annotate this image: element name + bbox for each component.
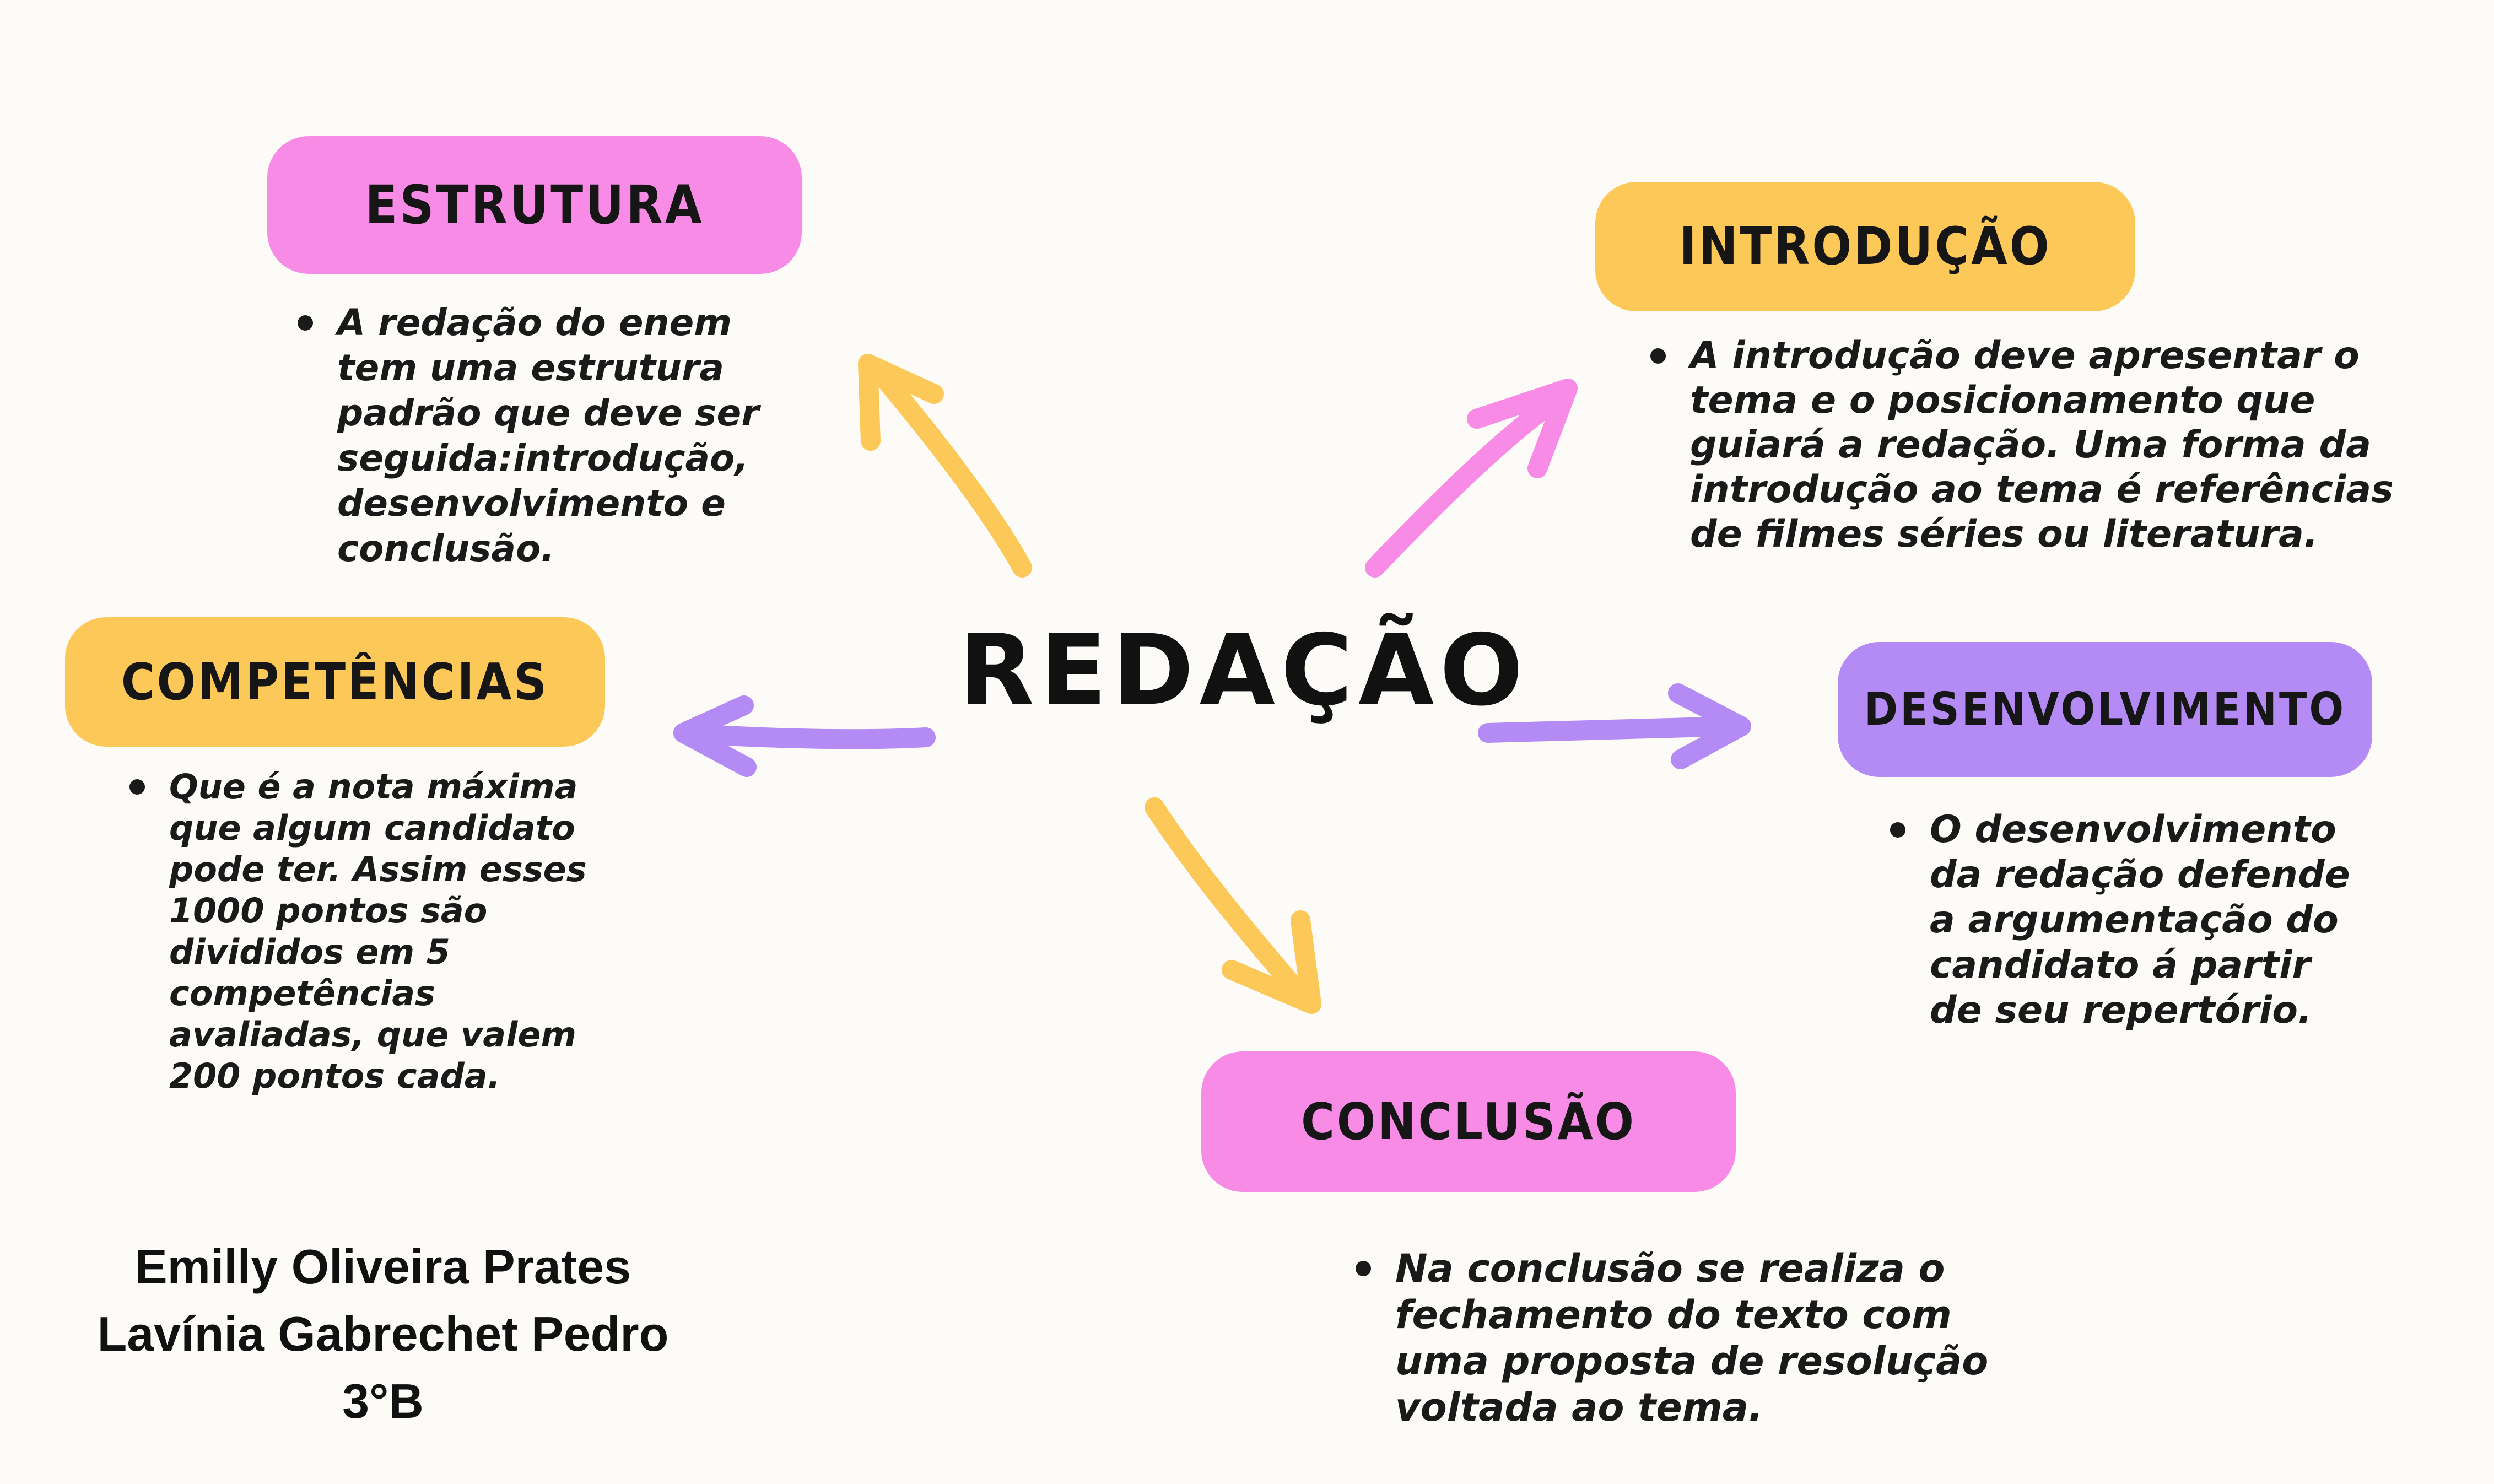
node-conclusao-label: CONCLUSÃO [1301,1092,1636,1151]
arrow-to-estrutura [858,354,1032,578]
note-conclusao: Na conclusão se realiza o fechamento do … [1350,1245,2039,1431]
central-title: REDAÇÃO [959,613,1529,727]
authors-block: Emilly Oliveira Prates Lavínia Gabrechet… [50,1233,716,1435]
node-competencias: COMPETÊNCIAS [65,617,605,747]
note-competencias: Que é a nota máxima que algum candidato … [124,766,609,1097]
author-name: Lavínia Gabrechet Pedro [97,1307,669,1361]
node-competencias-label: COMPETÊNCIAS [121,652,549,711]
note-desenvolvimento-text: O desenvolvimento da redação defende a a… [1930,808,2350,1032]
node-introducao: INTRODUÇÃO [1595,182,2135,311]
arrow-to-competencias [673,695,936,777]
note-competencias-text: Que é a nota máxima que algum candidato … [169,767,587,1096]
list-item: A introdução deve apresentar o tema e o … [1645,333,2416,557]
list-item: Que é a nota máxima que algum candidato … [124,766,609,1097]
node-estrutura-label: ESTRUTURA [365,174,704,236]
author-name: Emilly Oliveira Prates [134,1239,631,1294]
note-estrutura-text: A redação do enem tem uma estrutura padr… [337,301,759,570]
node-conclusao: CONCLUSÃO [1201,1051,1736,1192]
note-conclusao-text: Na conclusão se realiza o fechamento do … [1395,1246,1989,1430]
node-desenvolvimento: DESENVOLVIMENTO [1838,642,2372,777]
list-item: A redação do enem tem uma estrutura padr… [292,300,766,571]
note-estrutura: A redação do enem tem uma estrutura padr… [292,300,766,571]
note-introducao-text: A introdução deve apresentar o tema e o … [1690,334,2394,556]
node-desenvolvimento-label: DESENVOLVIMENTO [1864,683,2346,736]
note-introducao: A introdução deve apresentar o tema e o … [1645,333,2416,557]
list-item: O desenvolvimento da redação defende a a… [1885,807,2369,1033]
list-item: Na conclusão se realiza o fechamento do … [1350,1245,2039,1431]
note-desenvolvimento: O desenvolvimento da redação defende a a… [1885,807,2369,1033]
arrow-to-conclusao [1145,797,1321,1014]
node-introducao-label: INTRODUÇÃO [1679,217,2052,277]
arrow-to-desenvolvimento [1478,683,1751,769]
class-label: 3°B [342,1374,424,1428]
arrow-to-introducao [1365,379,1578,578]
node-estrutura: ESTRUTURA [267,136,802,274]
